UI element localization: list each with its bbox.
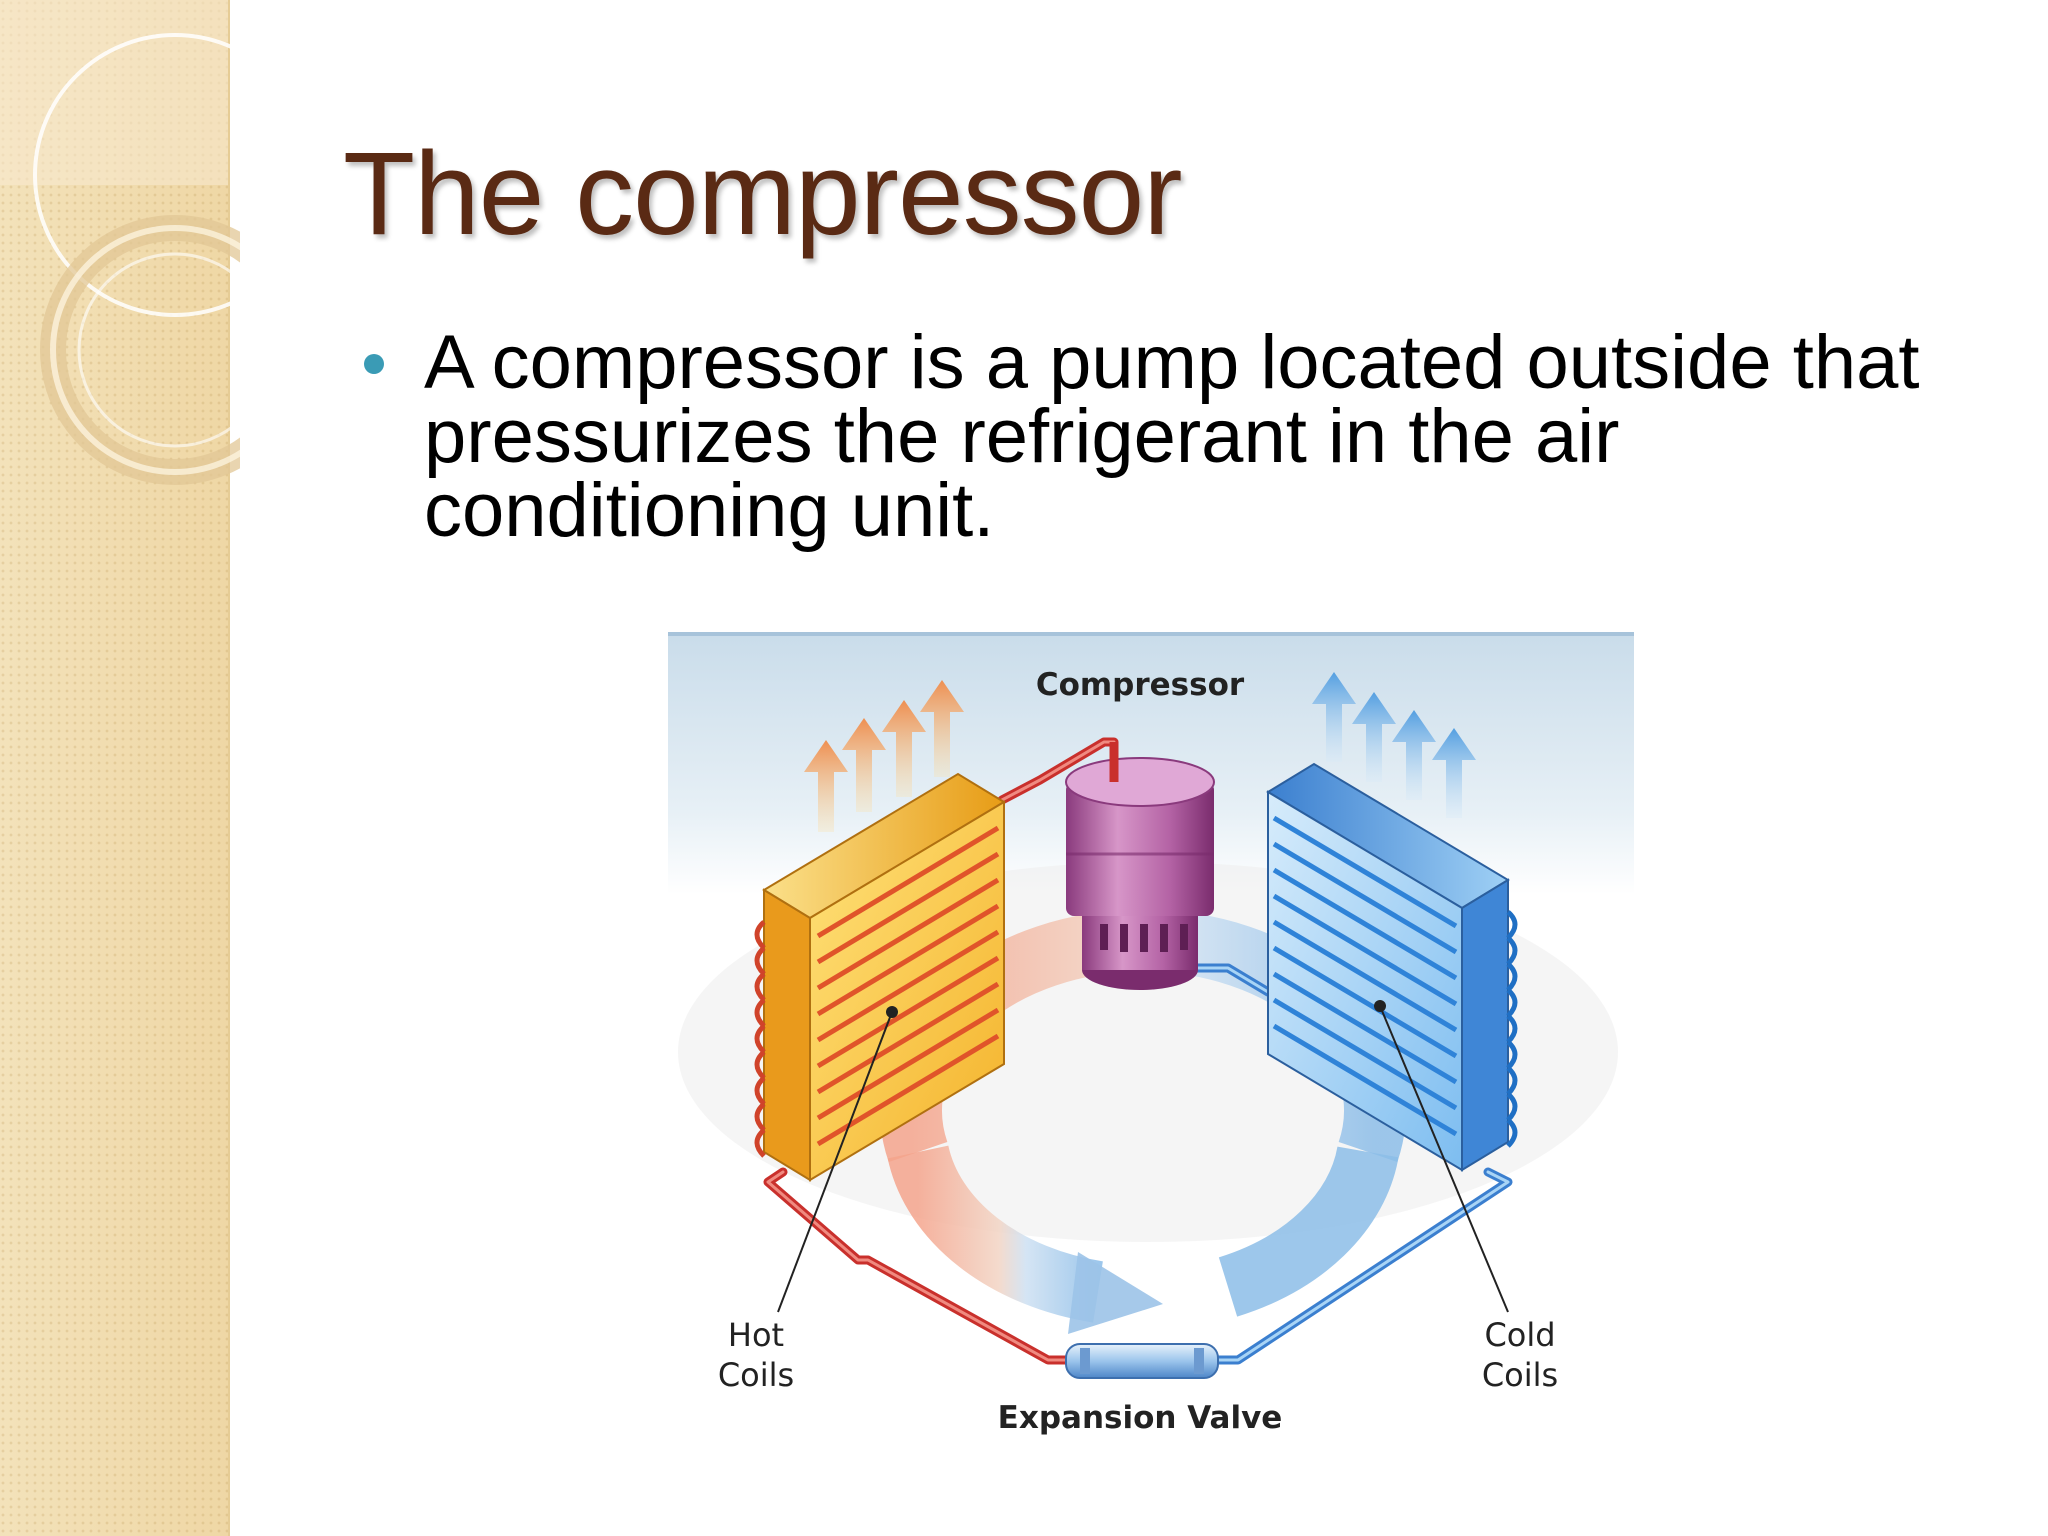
bullet-list: A compressor is a pump located outside t…	[364, 325, 2004, 549]
ac-cycle-diagram: Compressor Hot Coils Cold Coils Expansio…	[668, 632, 1634, 1452]
expansion-valve-label: Expansion Valve	[998, 1400, 1283, 1436]
cold-coils-leader	[1379, 1005, 1509, 1313]
hot-coils-label-line2: Coils	[718, 1356, 794, 1394]
decorative-rings	[0, 0, 240, 485]
hot-air-arrows	[804, 680, 964, 832]
bullet-item: A compressor is a pump located outside t…	[364, 325, 2004, 549]
cold-air-arrows	[1312, 672, 1476, 818]
slide-title: The compressor	[343, 128, 1183, 260]
hot-coils-leader	[777, 1011, 893, 1313]
cold-coils-label-line1: Cold	[1484, 1316, 1555, 1354]
hot-coils-label-line1: Hot	[728, 1316, 784, 1354]
compressor-unit	[1065, 742, 1215, 990]
compressor-label: Compressor	[1036, 667, 1245, 703]
cold-coils-label-line2: Coils	[1482, 1356, 1558, 1394]
bullet-dot-icon	[364, 354, 384, 374]
hot-coil-unit	[754, 772, 1006, 1182]
bullet-text: A compressor is a pump located outside t…	[424, 320, 1920, 553]
expansion-valve	[1065, 1343, 1219, 1379]
cold-coil-unit	[1266, 762, 1518, 1172]
